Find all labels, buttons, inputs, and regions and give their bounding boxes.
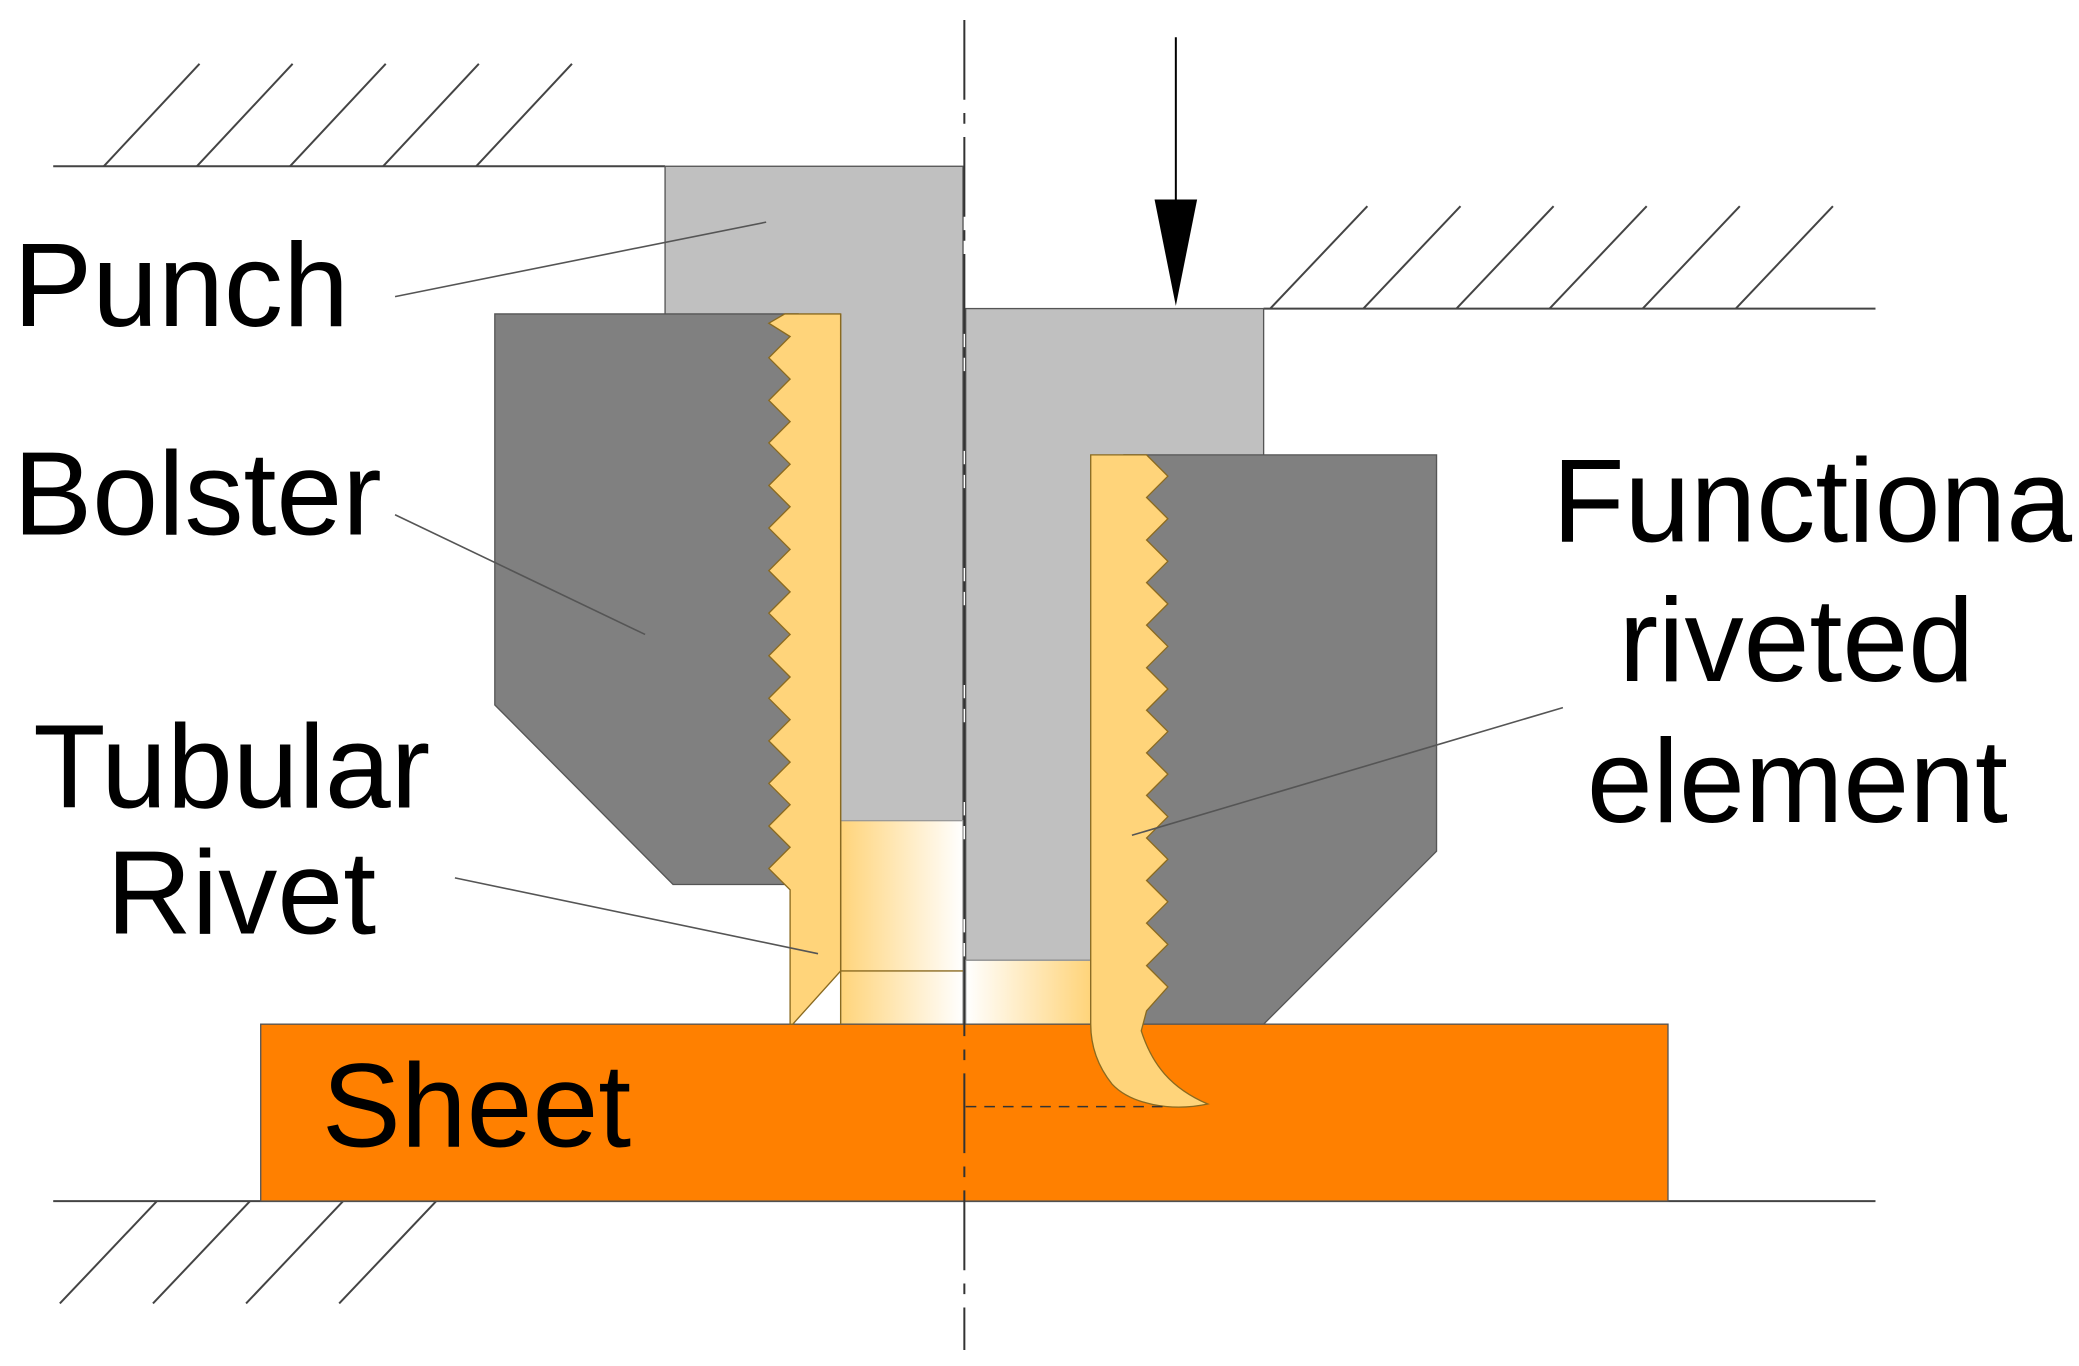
top-left-hatch	[103, 63, 573, 167]
punch-label: Punch	[13, 220, 349, 352]
functional-element-cavity	[965, 959, 1092, 1027]
down-arrow-icon	[1154, 37, 1198, 306]
bolster-left	[494, 313, 799, 886]
functional-riveted-element	[1090, 454, 1210, 1108]
tubular-rivet	[767, 313, 964, 1025]
tubular-rivet-label-line2: Rivet	[106, 828, 376, 960]
tubular-rivet-cavity	[839, 819, 964, 1027]
tubular-rivet-leader	[454, 877, 819, 955]
functional-element-label-line1: Functional	[1552, 435, 2079, 567]
functional-element-leader	[1131, 706, 1564, 837]
sheet-label: Sheet	[322, 1041, 631, 1173]
punch-leader	[394, 221, 767, 298]
top-right-hatch	[1269, 205, 1834, 310]
top-right-frame	[1263, 205, 1876, 310]
bolster-leader	[394, 514, 646, 636]
functional-element-label-line2: riveted	[1619, 575, 1974, 707]
bolster-right	[1123, 454, 1438, 1025]
tubular-rivet-label-line1: Tubular	[33, 701, 430, 833]
leader-lines	[394, 221, 1564, 955]
bottom-hatch	[59, 1200, 438, 1305]
bolster-label: Bolster	[13, 429, 381, 561]
top-left-frame	[53, 63, 666, 168]
functional-element-label-line3: element	[1587, 716, 2008, 848]
